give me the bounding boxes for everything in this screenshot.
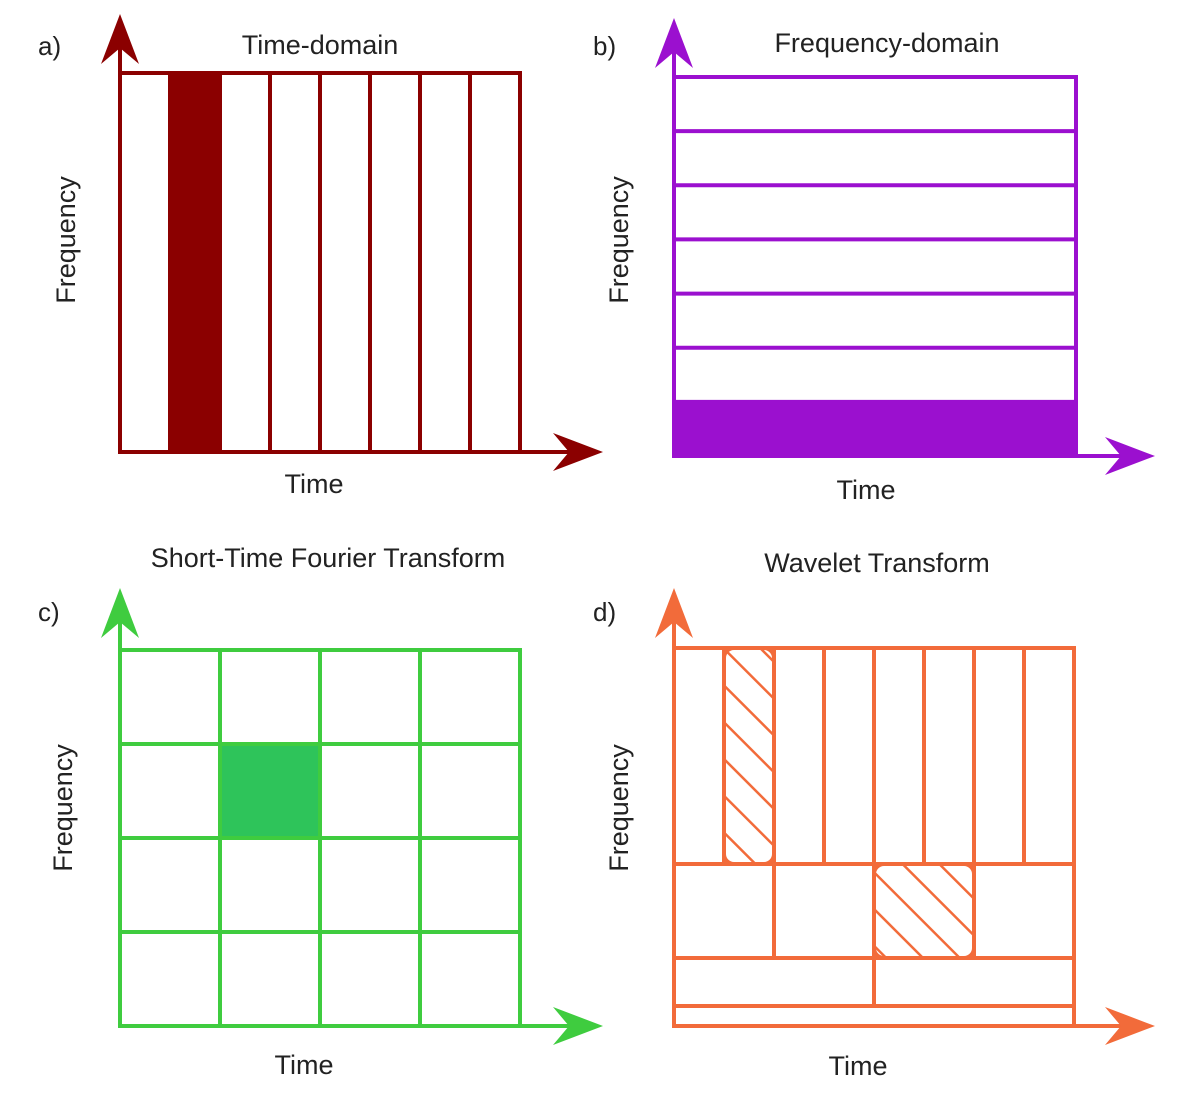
panel-b-title: Frequency-domain	[774, 28, 999, 58]
panel-d-tag: d)	[593, 597, 616, 627]
panel-a-grid	[118, 71, 522, 454]
panel-d: Wavelet Transform d) Time Frequency	[593, 548, 1155, 1081]
panel-b-border	[672, 75, 1078, 458]
panel-c-x-arrow-icon	[553, 1007, 603, 1045]
panel-d-title: Wavelet Transform	[764, 548, 990, 578]
panel-c-grid	[118, 648, 522, 1028]
panel-c-axes	[101, 588, 603, 1045]
panel-c-xlabel: Time	[275, 1050, 334, 1080]
panel-b-ylabel: Frequency	[604, 176, 634, 304]
panel-d-ylabel: Frequency	[604, 744, 634, 872]
panel-a-x-arrow-icon	[553, 433, 603, 471]
panel-c: Short-Time Fourier Transform c) Time Fre…	[38, 543, 603, 1080]
panel-c-ylabel: Frequency	[48, 744, 78, 872]
panel-a: a) Time-domain Time Frequency	[38, 14, 603, 499]
panel-d-x-arrow-icon	[1105, 1007, 1155, 1045]
panel-d-axes	[655, 588, 1155, 1045]
panel-d-hatched-cell	[872, 862, 976, 960]
panel-b-y-arrow-icon	[655, 18, 693, 68]
panel-b-xlabel: Time	[837, 475, 896, 505]
panel-c-tag: c)	[38, 597, 60, 627]
panel-a-tag: a)	[38, 31, 61, 61]
panel-d-hatched-cell	[722, 646, 776, 866]
panel-b-axes	[655, 18, 1155, 475]
panel-d-grid	[672, 646, 1076, 1028]
panel-a-highlighted-column	[170, 73, 220, 452]
panel-c-y-arrow-icon	[101, 588, 139, 638]
panel-b-x-arrow-icon	[1105, 437, 1155, 475]
panel-b-highlighted-row	[674, 401, 1076, 456]
panel-b: b) Frequency-domain Time Frequency	[593, 18, 1155, 505]
panel-b-grid	[672, 75, 1078, 458]
panel-a-xlabel: Time	[285, 469, 344, 499]
panel-a-y-arrow-icon	[101, 14, 139, 64]
panel-a-title: Time-domain	[242, 30, 399, 60]
panel-d-xlabel: Time	[829, 1051, 888, 1081]
panel-b-tag: b)	[593, 31, 616, 61]
panel-c-highlighted-cell	[220, 744, 320, 838]
panel-d-y-arrow-icon	[655, 588, 693, 638]
panel-a-ylabel: Frequency	[51, 176, 81, 304]
panel-c-title: Short-Time Fourier Transform	[151, 543, 506, 573]
panel-a-axes	[101, 14, 603, 471]
